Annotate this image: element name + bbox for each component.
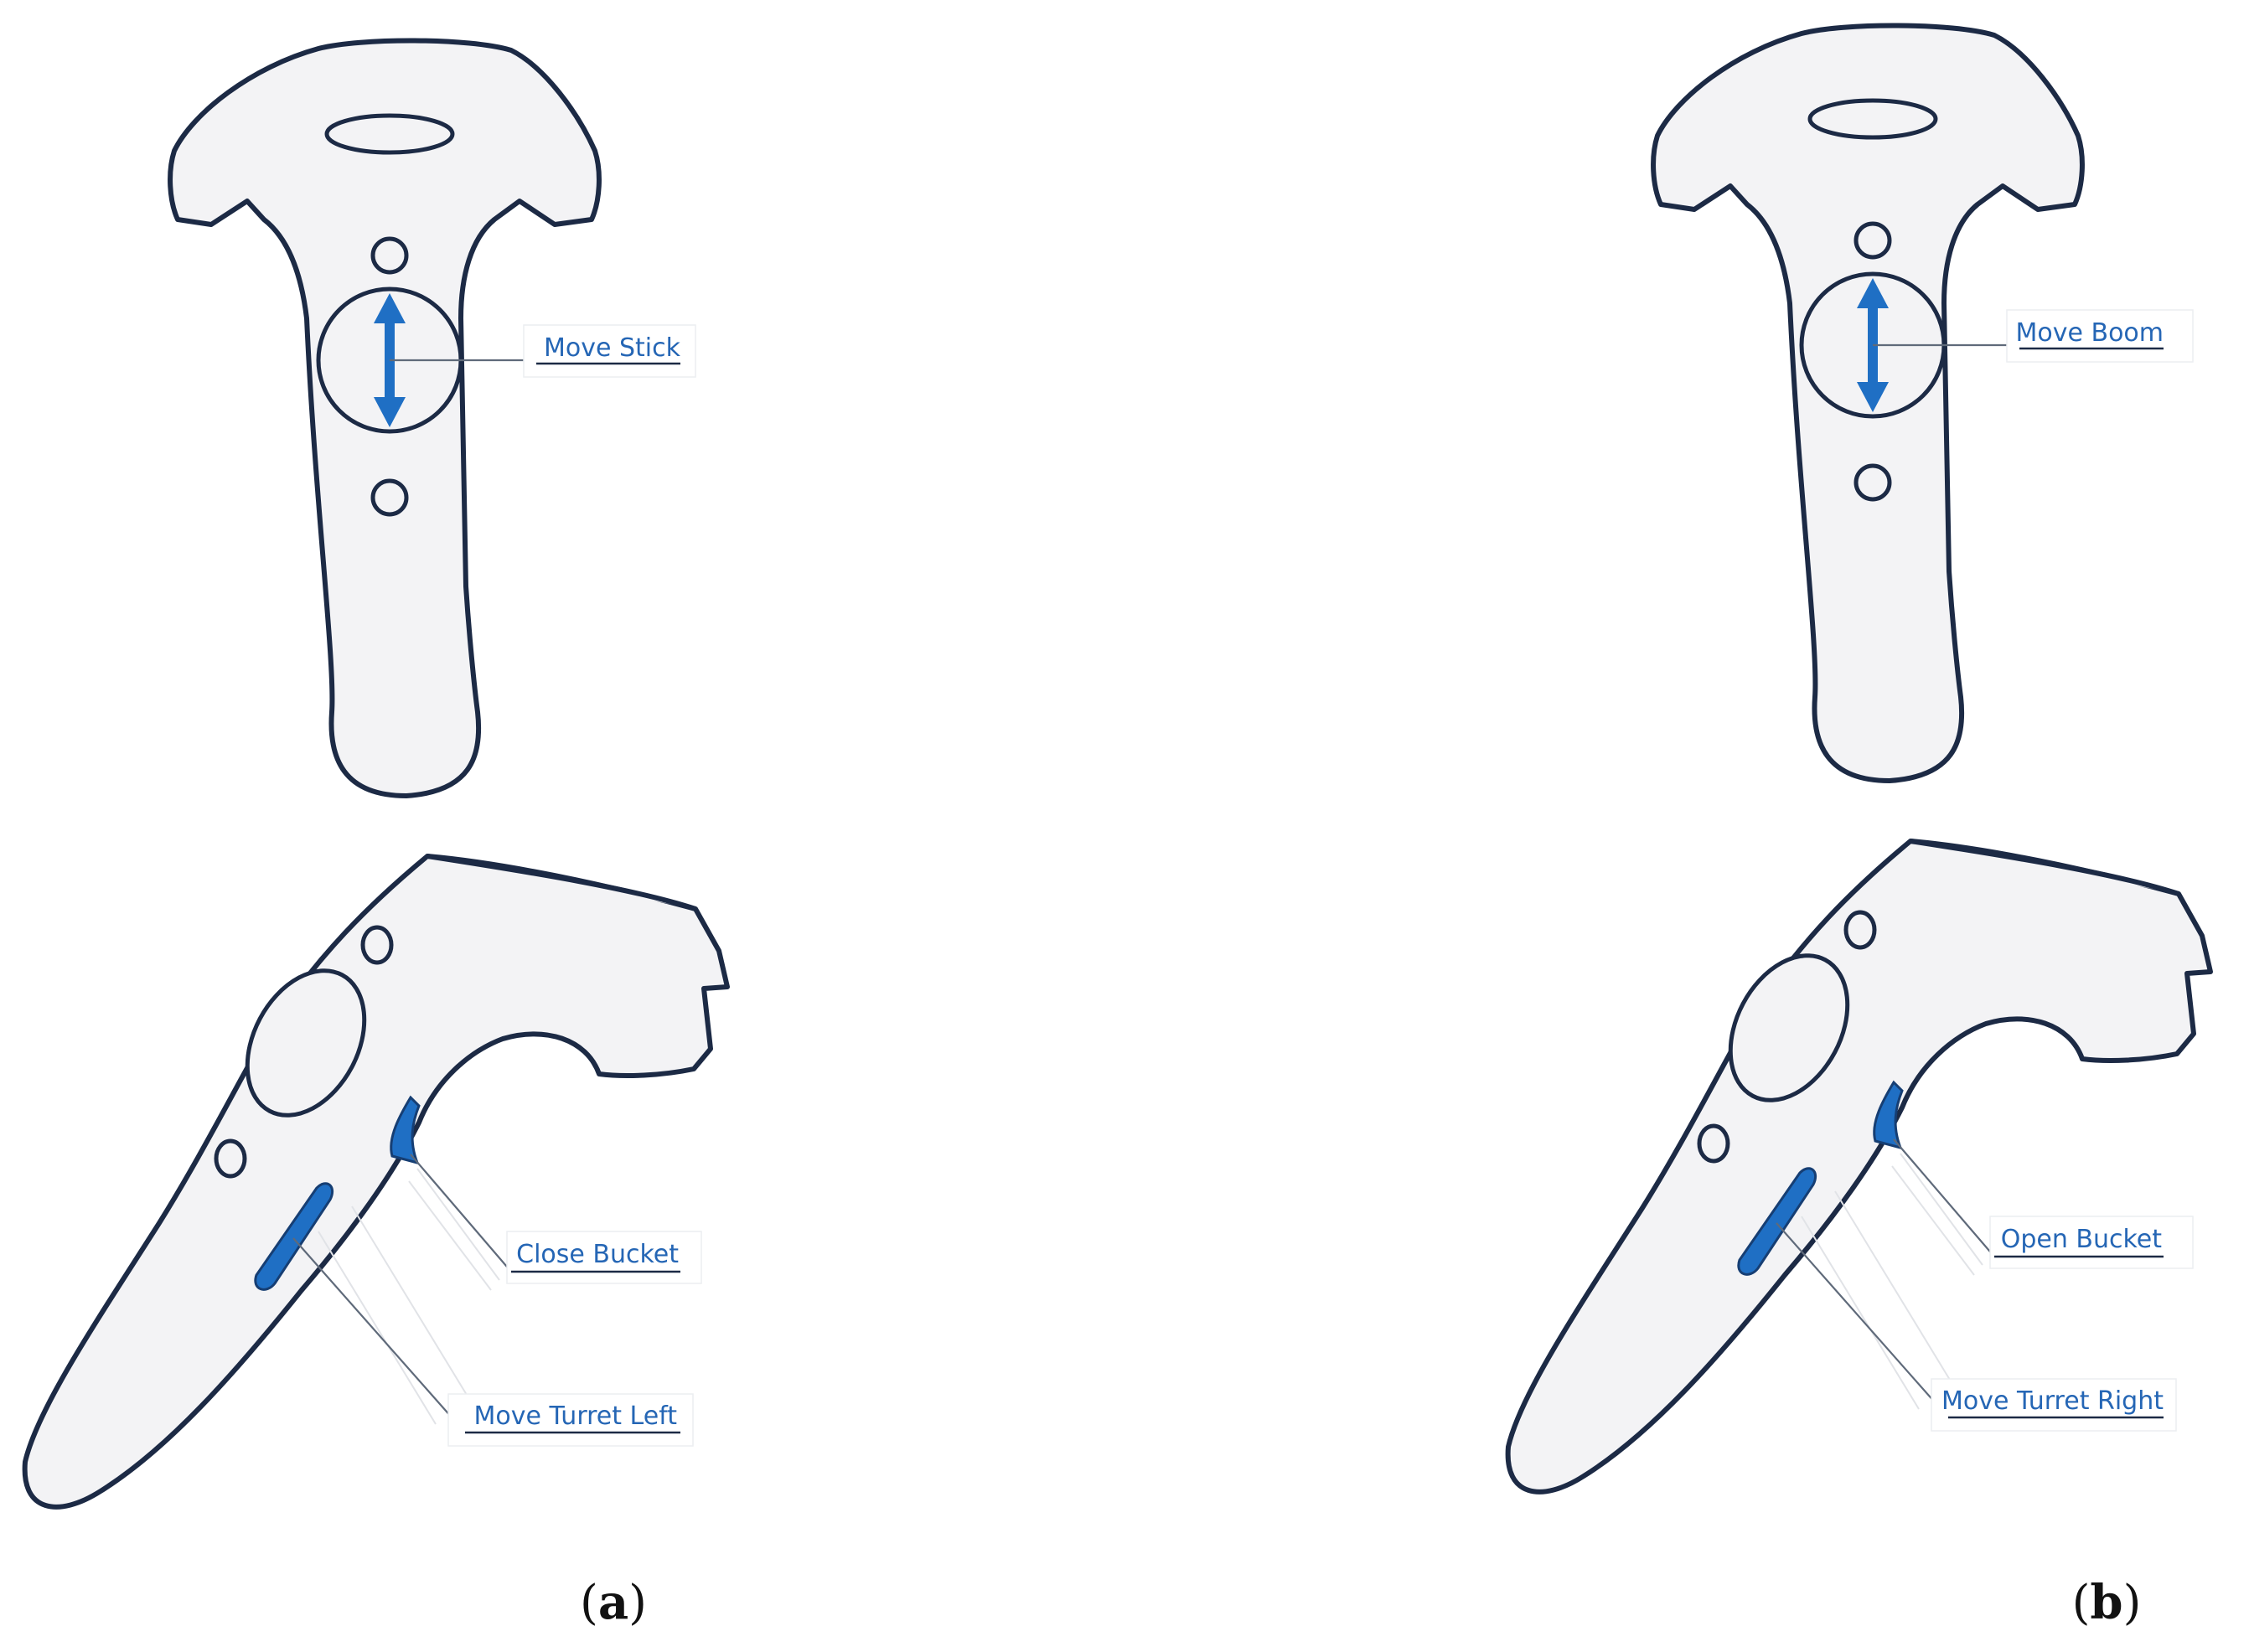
grip-label: Move Turret Left bbox=[474, 1402, 678, 1431]
panel-caption: (b) bbox=[2072, 1575, 2142, 1630]
callout-touchpad: Move Stick bbox=[390, 324, 696, 378]
callout-trigger: Open Bucket bbox=[1891, 1138, 2194, 1276]
trigger-label: Close Bucket bbox=[516, 1240, 679, 1269]
callout-touchpad: Move Boom bbox=[1873, 309, 2194, 363]
controller-front-view bbox=[1653, 25, 2082, 781]
trigger-label: Open Bucket bbox=[2001, 1225, 2163, 1254]
touchpad-label: Move Stick bbox=[544, 333, 681, 363]
panel-b: Move Boom Open Bucket Move Turret Right … bbox=[1508, 25, 2210, 1630]
callout-grip: Move Turret Left bbox=[292, 1205, 694, 1447]
controller-front-view bbox=[170, 40, 599, 796]
panel-a: Move Stick Close Bucket Move Turret Left… bbox=[25, 40, 727, 1630]
callout-trigger: Close Bucket bbox=[408, 1154, 702, 1291]
touchpad-label: Move Boom bbox=[2016, 318, 2164, 348]
callout-grip: Move Turret Right bbox=[1776, 1190, 2177, 1432]
panel-caption: (a) bbox=[580, 1575, 647, 1630]
grip-label: Move Turret Right bbox=[1941, 1386, 2164, 1416]
